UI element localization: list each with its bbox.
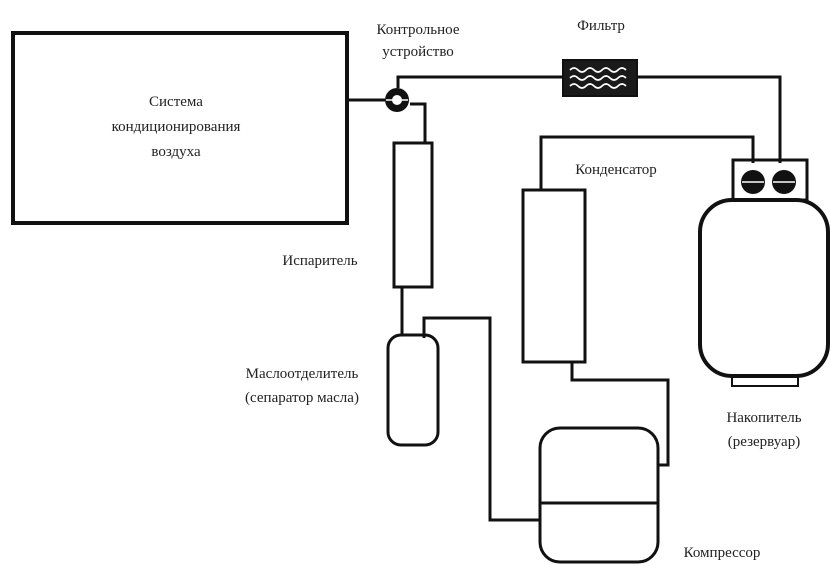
condenser-body [521, 188, 587, 364]
control-device-label-line2: устройство [382, 44, 454, 60]
evaporator: Испаритель [282, 141, 434, 289]
filter: Фильтр [562, 18, 638, 97]
compressor-body [538, 426, 660, 564]
filter-label: Фильтр [577, 18, 625, 34]
condenser-label: Конденсатор [575, 162, 657, 178]
ac-system: Система кондиционирования воздуха [11, 31, 349, 225]
pipe-condenser-to-receiver [539, 135, 755, 190]
control-device-label-line1: Контрольное [376, 22, 459, 38]
pipe-separator-to-compressor [422, 316, 540, 522]
filter-mesh [569, 67, 627, 89]
receiver-base [731, 375, 799, 387]
pipe-compressor-to-condenser [570, 362, 670, 467]
oil-separator-label-line1: Маслоотделитель [246, 366, 359, 382]
oil-separator: Маслоотделитель (сепаратор масла) [245, 333, 440, 447]
condenser: Конденсатор [521, 162, 657, 364]
ac-system-label-line2: кондиционирования [112, 119, 241, 135]
pipes [347, 75, 782, 522]
compressor: Компрессор [538, 426, 761, 564]
receiver-label-line1: Накопитель [726, 410, 801, 426]
pipe-control-to-evaporator [410, 102, 427, 143]
oil-separator-body [386, 333, 440, 447]
receiver-label-line2: (резервуар) [728, 434, 800, 450]
control-device: Контрольное устройство [376, 22, 460, 112]
receiver: Накопитель (резервуар) [698, 158, 830, 450]
ac-system-box [11, 31, 349, 225]
oil-separator-label-line2: (сепаратор масла) [245, 390, 359, 406]
evaporator-body [392, 141, 434, 289]
receiver-tank [698, 198, 830, 378]
evaporator-label: Испаритель [282, 253, 357, 269]
pipe-control-to-filter [396, 75, 563, 88]
ac-system-label-line1: Система [149, 94, 203, 110]
compressor-label: Компрессор [684, 545, 761, 561]
filter-body [562, 59, 638, 97]
ac-system-label-line3: воздуха [151, 144, 201, 160]
pipe-filter-to-receiver [637, 75, 782, 163]
